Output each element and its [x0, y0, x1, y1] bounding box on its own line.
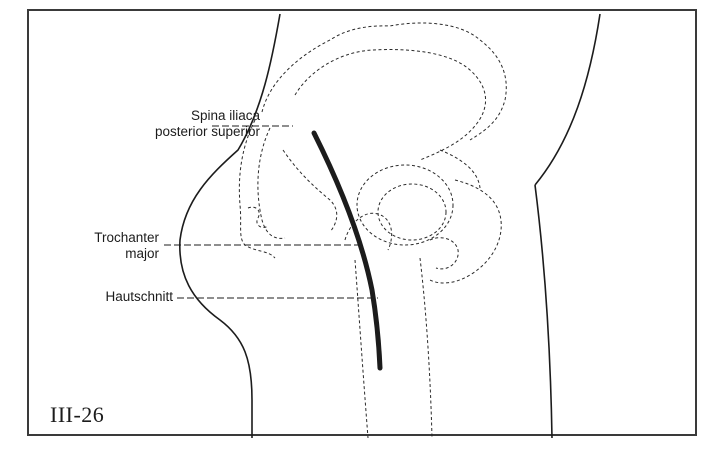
pelvis-bone-contours: [239, 23, 506, 438]
label-hautschnitt: Hautschnitt: [105, 289, 173, 304]
figure-number: III-26: [50, 402, 104, 428]
label-trochanter-line2: major: [125, 246, 159, 261]
buttock-outline: [180, 14, 280, 438]
femoral-shaft-anterior: [420, 258, 432, 438]
posterior-ilium-contour: [258, 128, 285, 238]
label-trochanter-line1: Trochanter: [94, 230, 159, 245]
sacral-contour: [239, 120, 275, 258]
acetabulum-contour: [357, 165, 453, 245]
femoral-shaft-posterior: [355, 260, 368, 438]
femoral-neck-contour: [430, 238, 458, 269]
skin-incision-line: [314, 133, 380, 368]
front-hip-outline: [535, 14, 600, 185]
obturator-contour: [440, 150, 480, 188]
iliac-crest-contour: [262, 23, 506, 140]
label-spina-iliaca-line1: Spina iliaca: [191, 108, 260, 123]
label-spina-iliaca-line2: posterior superior: [155, 124, 260, 139]
sacrum-notch-contour: [248, 207, 268, 227]
iliac-wing-inner-contour: [295, 50, 486, 160]
femoral-head-contour: [378, 184, 446, 240]
front-thigh-outline: [535, 185, 552, 438]
leader-lines: [164, 126, 378, 298]
